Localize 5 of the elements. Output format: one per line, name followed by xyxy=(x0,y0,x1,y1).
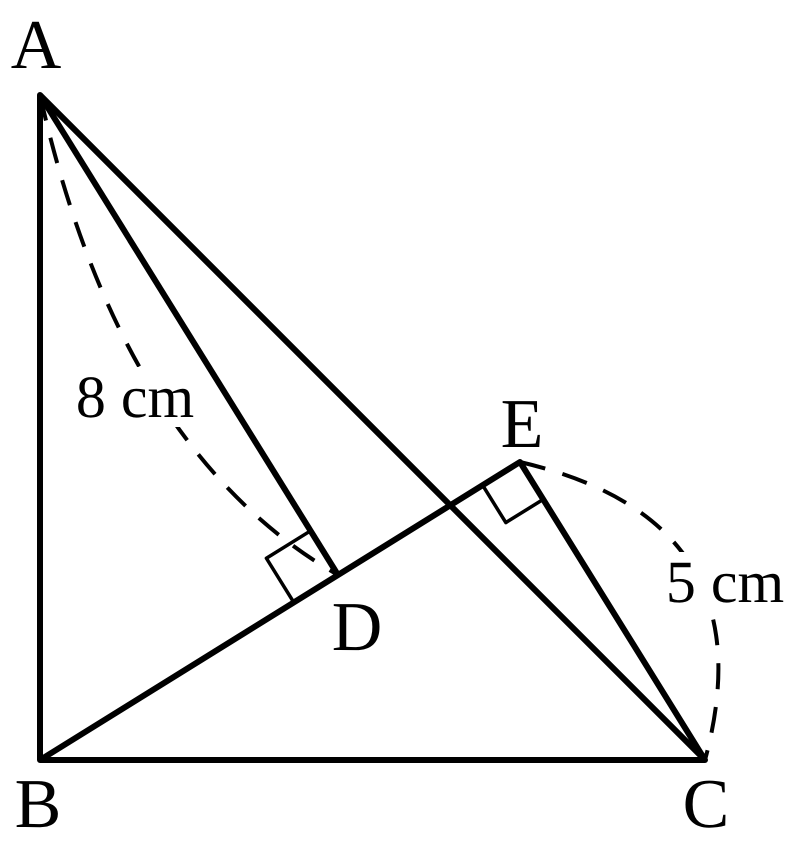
point-label: A xyxy=(10,11,62,81)
point-label: C xyxy=(682,770,730,840)
point-label: B xyxy=(14,770,62,840)
point-label: D xyxy=(332,593,382,663)
point-label: E xyxy=(500,390,544,460)
